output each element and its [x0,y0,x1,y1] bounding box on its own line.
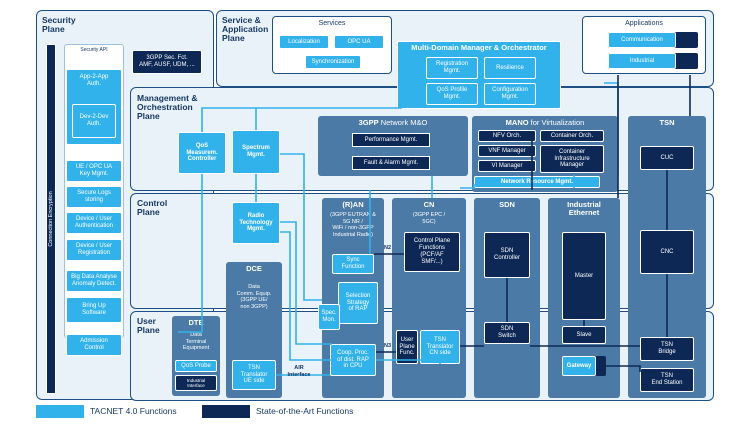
sync-function[interactable]: Sync Function [332,254,374,274]
sdn-title: SDN [499,200,515,209]
container-infra-manager[interactable]: Container Infrastructure Manager [540,145,604,173]
security-plane-title: Security Plane [42,15,76,34]
cn-desc: (3GPP EPC / 5GC) [412,212,446,225]
fault-alarm-mgmt[interactable]: Fault & Alarm Mgmt. [352,156,430,170]
bring-up-software[interactable]: Bring Up Software [66,297,122,323]
control-plane-title: Control Plane [137,198,168,217]
applications-title: Applications [625,20,663,27]
admission-control[interactable]: Admission Control [66,334,122,356]
dce-title: DCE [246,264,262,273]
tsn-translator-cn[interactable]: TSN Translator CN side [420,330,460,364]
user-plane-title: User Plane [137,316,160,335]
tsn-translator-ue[interactable]: TSN Translator UE side [232,360,276,390]
vi-manager[interactable]: VI Manager [478,160,536,172]
line-qos-probe [178,174,203,333]
qos-profile-mgmt[interactable]: QoS Profile Mgmt. [426,83,478,105]
qos-probe[interactable]: QoS Probe [175,360,217,372]
service-localization[interactable]: Localization [279,35,329,49]
control-plane-functions[interactable]: Control Plane Functions (PCF/AF SMF/...) [404,232,460,272]
spectrum-mgmt[interactable]: Spectrum Mgmt. [232,130,280,174]
line-mdmo-mano [604,82,619,175]
cn-block [392,198,466,398]
ran-title: (R)AN [342,200,364,209]
application-communication[interactable]: Communication [608,32,676,48]
ran-desc: (3GPP EUTRAN & 5G NR / WiFi / non-3GPP I… [330,212,376,238]
selection-strategy[interactable]: Selection Strategy of RAP [338,282,378,324]
gpp-sec-fct[interactable]: 3GPP Sec. Fct. AMF, AUSF, UDM, ... [132,50,202,74]
network-resource-mgmt[interactable]: Network Resource Mgmt. [474,176,600,188]
line-gateway-tsn [596,365,641,372]
service-synchronization[interactable]: Synchronization [305,55,361,69]
dte-desc: Data Terminal Equipment [182,332,210,352]
air-interface-label: AIR Interface [287,365,311,378]
sdn-controller[interactable]: SDN Controller [484,232,530,278]
performance-mgmt[interactable]: Performance Mgmt. [352,133,430,147]
tsn-cuc[interactable]: CUC [640,146,694,170]
tsn-end-station[interactable]: TSN End Station [640,368,694,392]
management-plane-title: Management & Orchestration Plane [137,93,198,121]
line-coop-tsncn [376,359,441,364]
legend-tacnet-label: TACNET 4.0 Functions [90,406,177,416]
connection-encryption-bar [46,44,56,394]
ie-title: Industrial Ethernet [567,200,601,218]
line-radio-coop2 [280,231,332,361]
tsn-bridge[interactable]: TSN Bridge [640,337,694,361]
big-data-analyse[interactable]: Big Data Analyse Anomaly Detect. [66,270,122,292]
ie-gateway[interactable]: Gateway [562,356,596,376]
dev2dev-auth[interactable]: Dev-2-Dev Auth. [72,104,116,138]
sdn-switch[interactable]: SDN Switch [484,322,530,344]
mano-title: MANO for Virtualization [505,118,585,127]
mdmo-title: Multi-Domain Manager & Orchestrator [411,43,547,52]
legend-sota-label: State-of-the-Art Functions [256,406,354,416]
line-radio-coop [280,221,332,345]
ie-slave[interactable]: Slave [562,326,606,344]
device-registration[interactable]: Device / User Registration [66,239,122,261]
line-spectrum-specmon [280,153,322,301]
ue-key-mgmt[interactable]: UE / OPC UA Key Mgmt. [66,160,122,182]
container-orch[interactable]: Container Orch. [540,130,604,142]
tsn-cnc[interactable]: CNC [640,230,694,274]
service-opcua[interactable]: OPC UA [334,35,384,49]
secure-logs[interactable]: Secure Logs storing [66,186,122,208]
user-plane-functions[interactable]: User Plane Func. [396,330,418,364]
ie-master[interactable]: Master [562,232,606,320]
qos-measurement-controller[interactable]: QoS Measurem. Controller [178,132,226,174]
cn-title: CN [423,200,435,209]
line-nrm [460,184,475,189]
nfv-orch[interactable]: NFV Orch. [478,130,536,142]
line-qos-mdmo [201,107,402,132]
services-title: Services [318,20,346,27]
n2-label: N2 [384,245,392,251]
spec-mon[interactable]: Spec. Mon. [318,304,340,330]
legend-sota-swatch [202,405,250,418]
coop-processing[interactable]: Coop. Proc. of dist. RAP in CPU [330,344,376,376]
device-auth[interactable]: Device / User Authentication [66,212,122,234]
legend-tacnet-swatch [36,405,84,418]
tsn-title: TSN [659,118,675,127]
vnf-manager[interactable]: VNF Manager [478,145,536,157]
radio-technology-mgmt[interactable]: Radio Technology Mgmt. [232,202,280,244]
nmo-title: 3GPP Network M&O [358,118,428,127]
n3-label: N3 [384,343,392,349]
service-plane-title: Service & Application Plane [222,15,269,43]
dce-desc: Data Comm. Equip. (3GPP UE/ non 3GPP) [236,284,272,310]
security-api-label: Security API [80,47,108,53]
configuration-mgmt[interactable]: Configuration Mgmt. [484,83,536,105]
application-industrial[interactable]: Industrial [608,53,676,69]
industrial-interface[interactable]: Industrial Interface [175,375,217,391]
registration-mgmt[interactable]: Registration Mgmt. [426,57,478,79]
resilience[interactable]: Resilience [484,57,536,79]
dte-title: DTE [188,318,204,327]
